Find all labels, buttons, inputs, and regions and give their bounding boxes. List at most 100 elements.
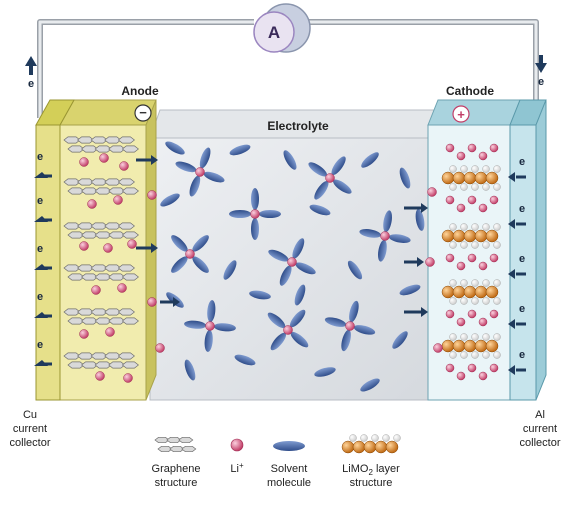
li-ion <box>467 253 477 263</box>
electron-arrow-head <box>508 365 515 375</box>
graphene-hexagon <box>77 136 95 144</box>
li-ion <box>489 253 499 263</box>
oxygen-atom <box>482 351 490 359</box>
graphene-hexagon <box>77 222 95 230</box>
oxygen-atom <box>449 351 457 359</box>
al-collector-label: Al current collector <box>520 409 561 449</box>
metal-oxide-atom <box>452 285 466 299</box>
graphene-hexagon <box>90 352 108 360</box>
oxygen-atom <box>493 183 501 191</box>
solvent-molecule <box>268 249 289 262</box>
metal-oxide-atom <box>463 229 477 243</box>
graphene-hexagon <box>121 187 139 195</box>
graphene-hexagon <box>108 231 126 239</box>
graphene-hexagon <box>157 445 173 453</box>
limo2-layers <box>441 143 501 381</box>
electron-arrow-head <box>34 172 48 178</box>
metal-oxide-atom <box>441 171 455 185</box>
metal-oxide-atom <box>374 440 388 454</box>
cu-collector-label-line2: current <box>13 423 47 435</box>
oxygen-atom <box>482 333 490 341</box>
legend-li-ion-icon <box>230 438 244 452</box>
graphene-hexagon <box>90 178 108 186</box>
li-ion <box>79 329 89 339</box>
metal-oxide-atom <box>485 229 499 243</box>
graphene-hexagon <box>63 178 81 186</box>
graphene-hexagon <box>63 222 81 230</box>
solvent-molecule <box>223 260 237 280</box>
solvated-li-ion <box>171 235 209 273</box>
oxygen-atom <box>471 223 479 231</box>
oxygen-atom <box>471 297 479 305</box>
solvent-molecule <box>295 262 316 275</box>
solvated-li-ion <box>308 156 352 200</box>
metal-oxide-atom <box>485 171 499 185</box>
li-ion <box>445 195 455 205</box>
metal-oxide-atom <box>485 285 499 299</box>
electrolyte-title: Electrolyte <box>267 119 329 133</box>
solvent-molecule <box>341 329 351 352</box>
graphene-hexagon <box>94 317 112 325</box>
graphene-hexagon <box>77 308 95 316</box>
solvent-molecule <box>229 144 251 156</box>
graphene-hexagon <box>81 231 99 239</box>
oxygen-atom <box>460 165 468 173</box>
li-ion <box>119 161 129 171</box>
solvated-li-ion <box>175 147 225 197</box>
li-ion <box>467 195 477 205</box>
graphene-hexagon <box>67 361 85 369</box>
graphene-hexagon <box>90 308 108 316</box>
graphene-hexagon <box>81 187 99 195</box>
solvent-molecule <box>314 180 329 200</box>
solvent-molecule <box>184 359 196 381</box>
solvent-molecule <box>283 150 297 170</box>
legend-li-ion-sup: + <box>239 461 244 470</box>
legend-graphene-icon <box>154 436 197 453</box>
graphene-hexagon <box>108 273 126 281</box>
graphene-hexagon <box>117 352 135 360</box>
li-ion <box>489 309 499 319</box>
solvent-molecule <box>290 331 309 348</box>
solvent-molecule <box>383 210 392 233</box>
graphene-hexagon <box>77 178 95 186</box>
metal-oxide-atom <box>474 285 488 299</box>
graphene-hexagon <box>94 145 112 153</box>
metal-oxide-atom <box>441 229 455 243</box>
electron-label: e <box>519 203 525 215</box>
graphene-hexagon <box>104 308 122 316</box>
graphene-hexagon <box>117 222 135 230</box>
legend-limo2-line1: LiMO2 layer <box>342 463 400 477</box>
solvent-molecule <box>203 171 225 183</box>
oxygen-atom <box>493 297 501 305</box>
li-ion <box>489 143 499 153</box>
legend-solvent-line1: Solvent <box>271 463 308 475</box>
electron-label: e <box>37 243 43 255</box>
oxygen-atom <box>482 297 490 305</box>
oxygen-atom <box>449 333 457 341</box>
graphene-hexagon <box>67 145 85 153</box>
metal-oxide-atom <box>485 339 499 353</box>
oxygen-atom <box>471 165 479 173</box>
oxygen-atom <box>460 351 468 359</box>
oxygen-atom <box>493 223 501 231</box>
graphene-hexagon <box>81 317 99 325</box>
solvent-molecule <box>314 367 336 377</box>
cu-current-collector <box>35 99 75 401</box>
legend-limo2-line2: structure <box>350 477 393 489</box>
li-ion <box>456 371 466 381</box>
legend-li-ion-text: Li <box>230 463 239 475</box>
electron-label-right: e <box>538 76 544 88</box>
oxygen-atom <box>471 183 479 191</box>
electron-label: e <box>519 253 525 265</box>
anode-title: Anode <box>121 84 159 98</box>
electron-label: e <box>37 195 43 207</box>
electron-arrow-head <box>508 319 515 329</box>
graphene-hexagon <box>63 264 81 272</box>
graphene-hexagon <box>63 352 81 360</box>
graphene-hexagon <box>67 273 85 281</box>
graphene-hexagon <box>90 222 108 230</box>
metal-oxide-atom <box>463 171 477 185</box>
ion-arrow-head <box>151 155 158 165</box>
graphene-hexagon <box>67 317 85 325</box>
